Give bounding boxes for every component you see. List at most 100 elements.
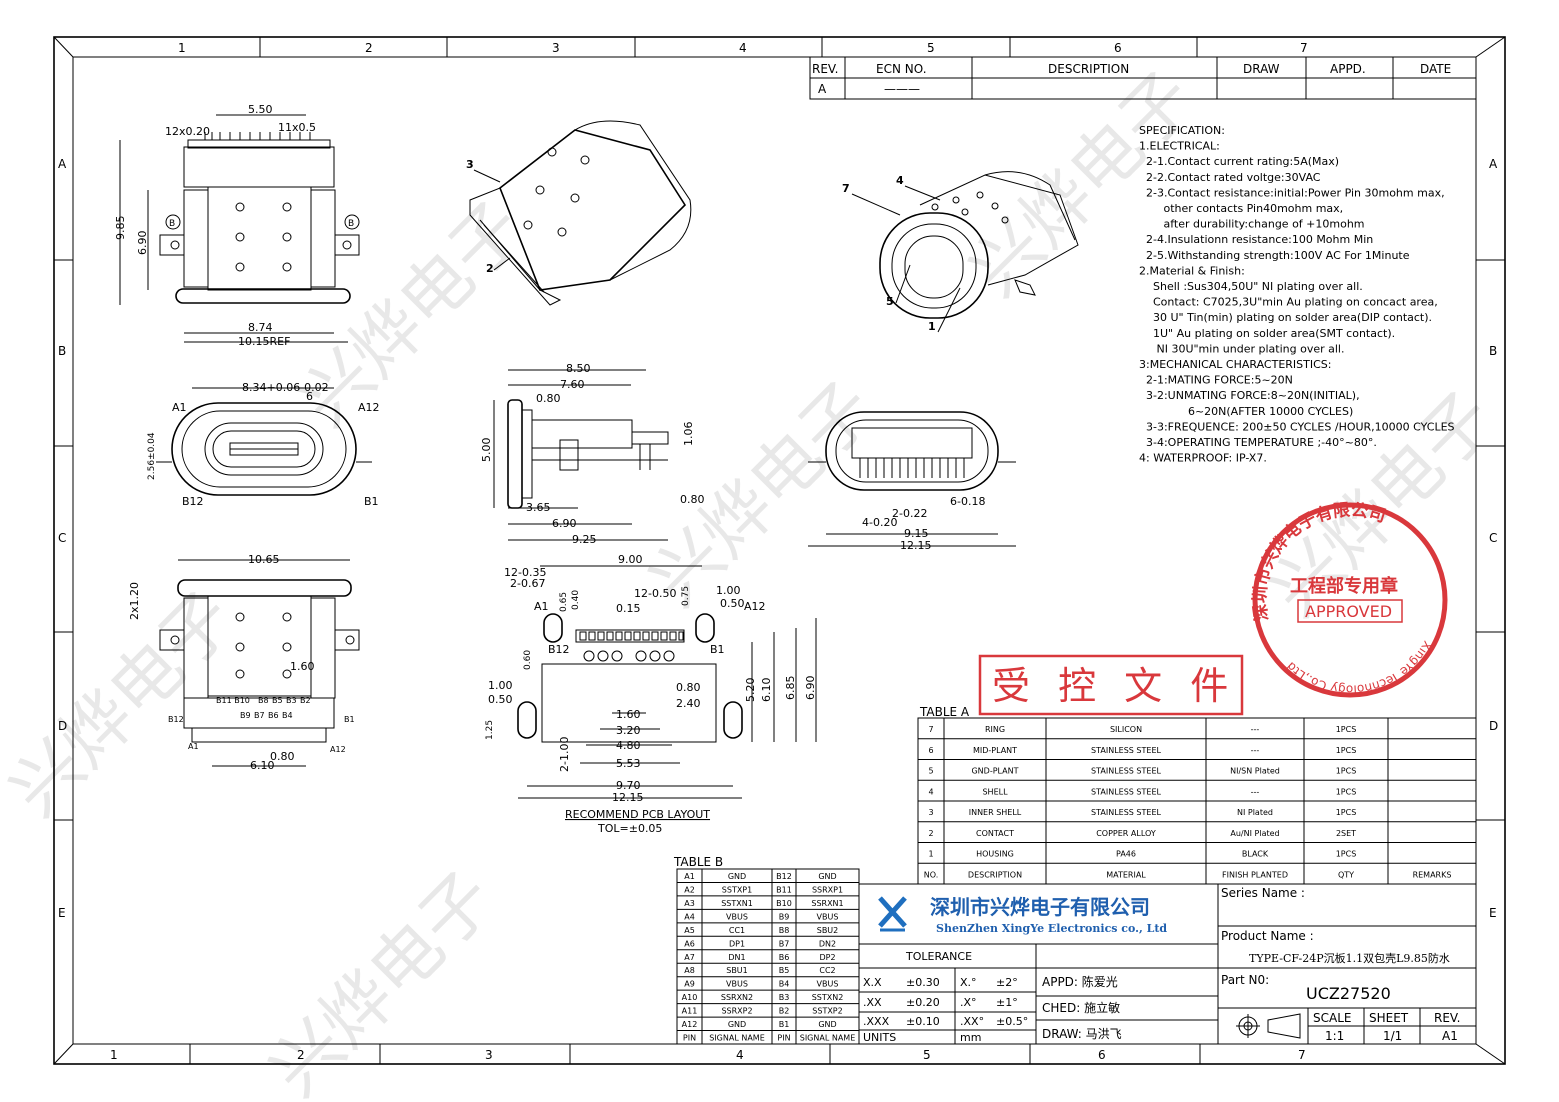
dim-label: 2.40 xyxy=(676,697,701,710)
end-view: 6-0.18 2-0.22 4-0.20 9.15 12.15 xyxy=(808,411,1016,552)
table-b-cell: B12 xyxy=(776,872,792,881)
col-label: 1 xyxy=(178,41,186,55)
dim-label: 9.70 xyxy=(616,779,641,792)
units-value: mm xyxy=(960,1031,981,1044)
dim-label: 0.50 xyxy=(720,597,745,610)
table-b-header: SIGNAL NAME xyxy=(709,1034,765,1043)
row-label: C xyxy=(58,531,66,545)
dim-label: 6.90 xyxy=(552,517,577,530)
table-a-cell: MID-PLANT xyxy=(973,746,1017,755)
pcb-layout: 9.00 12-0.35 2-0.67 0.65 0.40 12-0.50 0.… xyxy=(485,553,817,835)
table-b-cell: GND xyxy=(818,872,836,881)
table-b-cell: VBUS xyxy=(726,980,748,989)
row-label: D xyxy=(1489,719,1498,733)
tolerance-cell: X.X xyxy=(863,976,882,989)
spec-line: 6~20N(AFTER 10000 CYCLES) xyxy=(1139,405,1353,418)
table-a-cell: HOUSING xyxy=(976,850,1014,859)
table-a-cell: 4 xyxy=(928,787,933,796)
pin-label: A1 xyxy=(534,600,549,613)
dim-label: 2x1.20 xyxy=(128,582,141,620)
tolerance-cell: ±0.30 xyxy=(906,976,940,989)
sheet-value: 1/1 xyxy=(1383,1029,1402,1043)
dim-label: 3.20 xyxy=(616,724,641,737)
dim-label: 6.10 xyxy=(250,759,275,772)
spec-line: 1U" Au plating on solder area(SMT contac… xyxy=(1139,327,1395,340)
dim-label: 3.65 xyxy=(526,501,551,514)
dim-label: 9.15 xyxy=(904,527,929,540)
spec-line: 3-3:FREQUENCE: 200±50 CYCLES /HOUR,10000… xyxy=(1139,420,1455,433)
dim-label: 2.56±0.04 xyxy=(147,432,157,480)
table-b-cell: DN2 xyxy=(819,939,836,948)
table-b-cell: A1 xyxy=(684,872,695,881)
dim-label: 11x0.5 xyxy=(278,121,316,134)
callout: 4 xyxy=(896,174,904,187)
dim-label: 0.80 xyxy=(270,750,295,763)
dim-label: 12-0.35 xyxy=(504,566,546,579)
dim-label: 0.60 xyxy=(523,650,533,670)
rev-label: REV. xyxy=(1434,1011,1460,1025)
table-a-cell: Au/NI Plated xyxy=(1230,829,1279,838)
dim-label: 6.85 xyxy=(784,676,797,701)
table-a-cell: --- xyxy=(1251,746,1260,755)
seal-approved: APPROVED xyxy=(1305,602,1392,621)
pin-label: B11 B10 xyxy=(216,696,250,705)
table-b-cell: A3 xyxy=(684,899,695,908)
pin-label: B1 xyxy=(710,643,725,656)
col-label: 3 xyxy=(485,1048,493,1062)
approved-by: APPD: 陈爱光 xyxy=(1042,974,1118,989)
table-b-cell: B9 xyxy=(779,912,790,921)
table-a-cell: 1PCS xyxy=(1336,808,1357,817)
pin-label: B6 xyxy=(268,711,279,720)
company-name-cn: 深圳市兴烨电子有限公司 xyxy=(930,895,1150,919)
rev-header: DATE xyxy=(1420,62,1451,76)
dim-label: 0.40 xyxy=(571,590,581,610)
table-b-cell: VBUS xyxy=(817,980,839,989)
table-b-cell: B11 xyxy=(776,885,792,894)
table-b-cell: B7 xyxy=(779,939,790,948)
drawn-by: DRAW: 马洪飞 xyxy=(1042,1027,1122,1041)
table-a-cell: --- xyxy=(1251,787,1260,796)
table-a-cell: INNER SHELL xyxy=(969,808,1022,817)
table-a-cell: 2SET xyxy=(1336,829,1356,838)
callout: 7 xyxy=(842,182,850,195)
dim-label: 0.15 xyxy=(616,602,641,615)
table-a-header: NO. xyxy=(924,870,939,879)
front-view: 8.34+0.06-0.02 A1 A12 2.56±0.04 B12 B1 6 xyxy=(147,381,380,508)
company-name-en: ShenZhen XingYe Electronics co., Ltd xyxy=(936,922,1167,935)
table-b-cell: A8 xyxy=(684,966,695,975)
rev-value: ——— xyxy=(884,82,920,96)
table-a-cell: 3 xyxy=(928,808,933,817)
table-b-cell: SSTXP2 xyxy=(812,1007,842,1016)
rev-header: APPD. xyxy=(1330,62,1366,76)
dim-label: 0.80 xyxy=(680,493,705,506)
svg-text:兴烨电子: 兴烨电子 xyxy=(634,366,890,622)
pin-label: A1 xyxy=(188,742,199,751)
pcb-tolerance: TOL=±0.05 xyxy=(597,822,662,835)
part-no-label: Part N0: xyxy=(1221,973,1269,987)
pin-label: B4 xyxy=(282,711,293,720)
spec-line: 2-3.Contact resistance:initial:Power Pin… xyxy=(1139,186,1445,199)
table-a-cell: 1PCS xyxy=(1336,725,1357,734)
projection-symbol-icon xyxy=(1236,1013,1301,1039)
table-a-cell: BLACK xyxy=(1242,850,1269,859)
section-label: B xyxy=(169,219,175,229)
col-label: 5 xyxy=(923,1048,931,1062)
callout: 3 xyxy=(466,158,474,171)
col-label: 4 xyxy=(736,1048,744,1062)
dim-label: 1.60 xyxy=(290,660,315,673)
pin-label: B5 xyxy=(272,696,283,705)
spec-line: NI 30U"min under plating over all. xyxy=(1139,342,1345,355)
table-b-cell: A5 xyxy=(684,926,695,935)
table-b-cell: A11 xyxy=(682,1007,698,1016)
table-b-cell: B10 xyxy=(776,899,792,908)
dim-label: 12-0.50 xyxy=(634,587,676,600)
svg-text:兴烨电子: 兴烨电子 xyxy=(0,576,250,832)
table-b-header: PIN xyxy=(683,1034,696,1043)
table-b-cell: SSTXP1 xyxy=(722,885,752,894)
tolerance-title: TOLERANCE xyxy=(905,950,972,963)
pin-label: A12 xyxy=(358,401,380,414)
row-label: D xyxy=(58,719,67,733)
dim-label: 0.75 xyxy=(681,586,691,606)
